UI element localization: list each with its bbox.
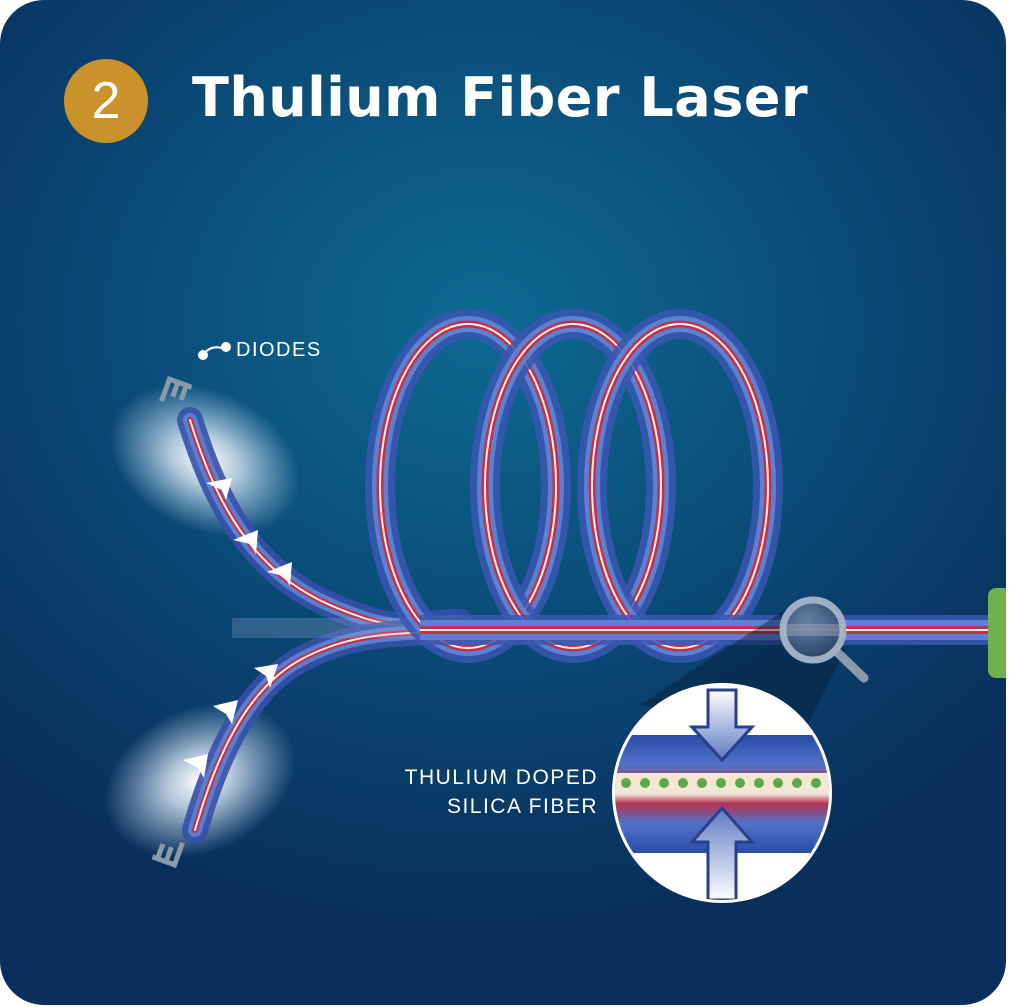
output-coupler — [988, 588, 1006, 678]
diode-pins-icon — [151, 841, 185, 868]
diode-pins-icon — [159, 376, 193, 403]
pump-arrows-top — [206, 478, 292, 586]
label-pointer-icon — [198, 342, 231, 360]
coil-loop-1 — [365, 309, 571, 663]
coil-loop-3 — [577, 309, 783, 663]
pump-arrows-bottom — [183, 664, 278, 778]
dopant-dots — [621, 778, 821, 788]
magnifier-icon — [779, 596, 869, 683]
coil-loop-2 — [470, 309, 676, 663]
diodes-label: DIODES — [236, 339, 322, 361]
fiber-zoom-view — [612, 683, 832, 903]
fiber-label-line2: SILICA FIBER — [446, 795, 598, 818]
pump-fiber-bottom — [182, 617, 473, 843]
step-number: 2 — [91, 72, 121, 130]
step-badge: 2 — [64, 59, 148, 143]
fiber-coil — [365, 309, 783, 663]
fiber-label: THULIUM DOPED SILICA FIBER — [380, 763, 598, 821]
page-title: Thulium Fiber Laser — [192, 66, 809, 129]
fiber-label-line1: THULIUM DOPED — [404, 766, 598, 789]
pump-in-arrow-bottom — [688, 805, 756, 900]
output-fiber — [420, 615, 992, 645]
pump-in-arrow-top — [688, 688, 756, 763]
